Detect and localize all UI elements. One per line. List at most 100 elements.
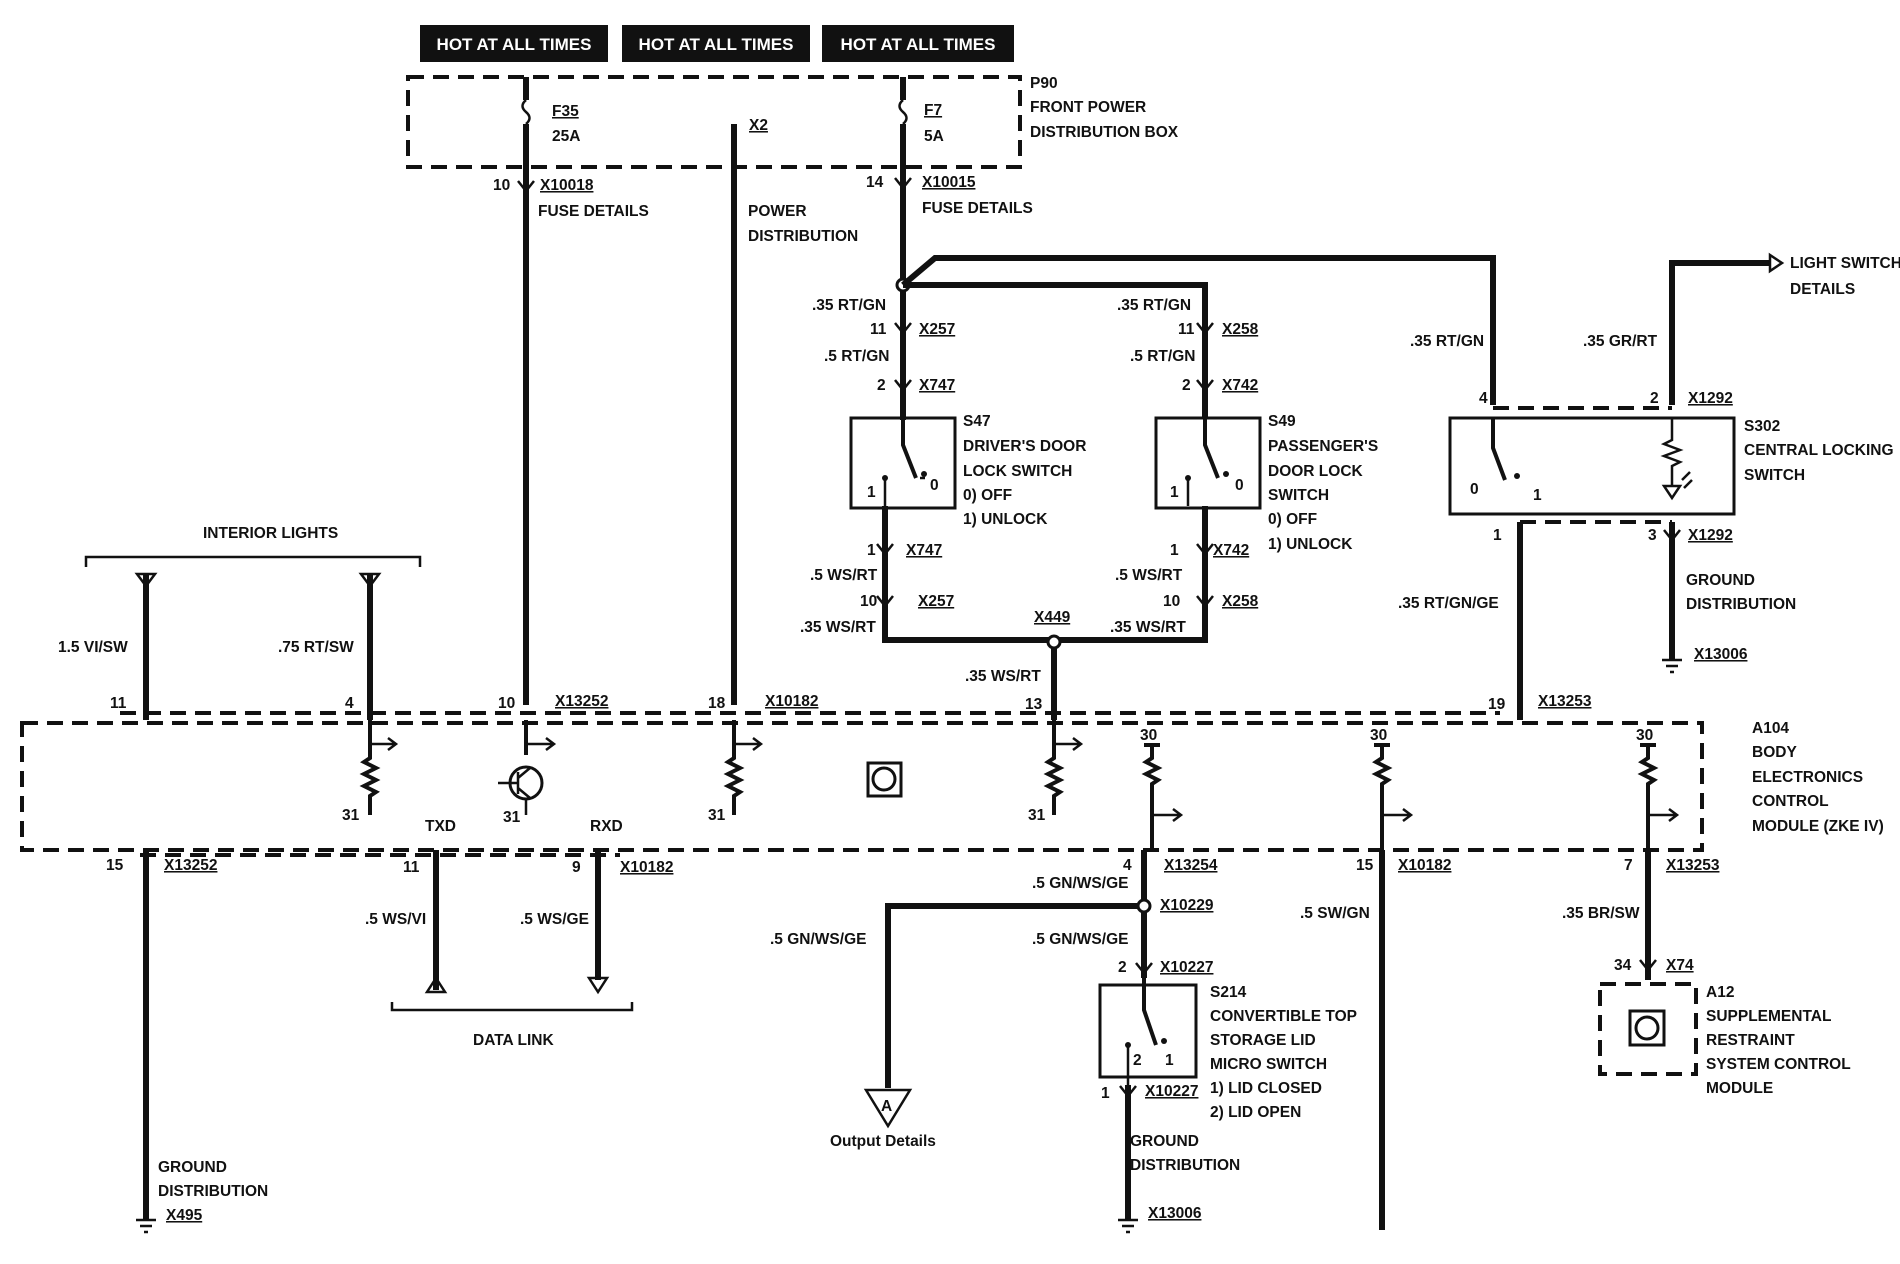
s302-led-rays <box>1681 471 1693 489</box>
s302-chevron <box>1663 529 1681 543</box>
bottom-ground-2: DISTRIBUTION <box>158 1183 268 1200</box>
fuse-left-conn: X10018 <box>540 177 594 194</box>
light-arrow <box>1768 252 1785 274</box>
fuse-f35-label: F35 <box>552 103 579 120</box>
a104-controller-icon <box>866 761 903 798</box>
a104-v3: 30 <box>1636 727 1653 744</box>
a104-g1: 31 <box>342 807 360 824</box>
output-marker <box>863 1088 913 1129</box>
s47-wire-top: .35 RT/GN <box>812 297 886 314</box>
bottom-ground-icon <box>136 1218 156 1234</box>
bottom-pin-7: 7 <box>1624 857 1633 874</box>
txd-arrow <box>424 975 448 994</box>
x449-wire-label: .35 WS/RT <box>965 668 1041 685</box>
interior-pin-a: 11 <box>110 695 127 712</box>
a12-controller-icon-wheel <box>1634 1015 1660 1041</box>
s302-ground-1: GROUND <box>1686 572 1755 589</box>
s49-chevron-c <box>1196 543 1214 557</box>
s302-name-1: CENTRAL LOCKING <box>1744 442 1894 459</box>
s47-wire-bot: .5 WS/RT <box>810 567 878 584</box>
s47-wire-down <box>882 506 1208 643</box>
wire-bus-to-s49 <box>903 282 1208 320</box>
fuse-f35-amp: 25A <box>552 128 580 145</box>
a104-output-1 <box>1141 743 1163 850</box>
s214-pin-2: 2 <box>1118 959 1127 976</box>
fuse-left-pin: 10 <box>493 177 510 194</box>
fuse-right-details: FUSE DETAILS <box>922 200 1033 217</box>
p90-name-1: FRONT POWER <box>1030 99 1146 116</box>
s49-pin-bot-b: 10 <box>1163 593 1180 610</box>
bottom-pin-15a: 15 <box>106 857 124 874</box>
bottom-conn-7: X13253 <box>1666 857 1720 874</box>
s47-contact-1: 1 <box>867 484 876 501</box>
bottom-conn-15b: X10182 <box>1398 857 1451 874</box>
s214-name-1: CONVERTIBLE TOP <box>1210 1008 1357 1025</box>
x449-label: X449 <box>1034 609 1071 626</box>
s47-conn-top-a: X257 <box>919 321 955 338</box>
s47-conn-bot-b: X257 <box>918 593 954 610</box>
s47-contact-0: 0 <box>930 477 939 494</box>
s49-wire-top: .35 RT/GN <box>1117 297 1191 314</box>
s49-name-2: DOOR LOCK <box>1268 463 1364 480</box>
a104-output-1-arrow <box>1152 808 1184 822</box>
a12-conn: X74 <box>1666 957 1694 974</box>
s302-ground-2: DISTRIBUTION <box>1686 596 1796 613</box>
interior-arrow-b <box>358 572 382 589</box>
x10229-splice <box>1136 898 1152 914</box>
bottom-ground-1: GROUND <box>158 1159 227 1176</box>
x449-splice <box>1046 634 1062 650</box>
a104-output-3-arrow <box>1648 808 1680 822</box>
s47-contact-1-dot <box>882 475 888 481</box>
s302-conn-top: X1292 <box>1688 390 1733 407</box>
s47-name-2: LOCK SWITCH <box>963 463 1072 480</box>
fuse-f35-symbol <box>521 99 531 125</box>
a104-input-d-arrow <box>734 737 764 751</box>
s49-conn-top-b: X742 <box>1222 377 1258 394</box>
s214-ground-icon <box>1118 1218 1138 1234</box>
s49-name-3: SWITCH <box>1268 487 1329 504</box>
bottom-pin-4: 4 <box>1123 857 1132 874</box>
interior-pin-c: 10 <box>498 695 515 712</box>
interior-pin-d: 18 <box>708 695 726 712</box>
a104-g2: 31 <box>503 809 521 826</box>
s302-contact-dot <box>1514 473 1520 479</box>
s214-state-2: 2) LID OPEN <box>1210 1104 1301 1121</box>
s214-box <box>1098 983 1198 1079</box>
s47-contact-0-dot <box>921 471 927 477</box>
s302-conn-bot: X1292 <box>1688 527 1733 544</box>
s214-contact-2-dot <box>1125 1042 1131 1048</box>
s214-chevron <box>1135 962 1153 976</box>
s47-state-0: 0) OFF <box>963 487 1012 504</box>
s47-conn-top-b: X747 <box>919 377 955 394</box>
a104-input-b-arrow <box>370 737 399 751</box>
fuse-left-details: FUSE DETAILS <box>538 203 649 220</box>
bottom-wire-out: .5 GN/WS/GE <box>770 931 866 948</box>
fuse-right-pin: 14 <box>866 174 884 191</box>
s47-wire-bot2: .35 WS/RT <box>800 619 876 636</box>
s49-contact-1: 1 <box>1170 484 1179 501</box>
conn-chevron-right-top <box>894 177 912 191</box>
s49-switch-arm <box>1203 418 1220 479</box>
s47-pin-bot-b: 10 <box>860 593 877 610</box>
s49-contact-0: 0 <box>1235 477 1244 494</box>
s302-pin-3: 3 <box>1648 527 1657 544</box>
a104-id: A104 <box>1752 720 1789 737</box>
hot-badge-1-label: HOT AT ALL TIMES <box>437 35 592 54</box>
s302-wire-light <box>1669 260 1770 405</box>
hot-badge-2 <box>622 25 810 62</box>
bottom-pin-11: 11 <box>403 859 420 876</box>
s302-pin-1: 1 <box>1493 527 1502 544</box>
bottom-wire-15b: .5 SW/GN <box>1300 905 1370 922</box>
s302-name-2: SWITCH <box>1744 467 1805 484</box>
a12-name-1: SUPPLEMENTAL <box>1706 1008 1831 1025</box>
a104-input-b-wire <box>359 720 381 815</box>
bottom-wire-11: .5 WS/VI <box>365 911 426 928</box>
hot-badge-2-label: HOT AT ALL TIMES <box>639 35 794 54</box>
a104-v1: 30 <box>1140 727 1157 744</box>
a104-input-d-wire <box>723 720 745 815</box>
a104-box <box>20 721 1704 852</box>
s214-state-1: 1) LID CLOSED <box>1210 1080 1322 1097</box>
a12-name-2: RESTRAINT <box>1706 1032 1795 1049</box>
a104-input-e-arrow <box>1054 737 1084 751</box>
bottom-pin-15b: 15 <box>1356 857 1374 874</box>
